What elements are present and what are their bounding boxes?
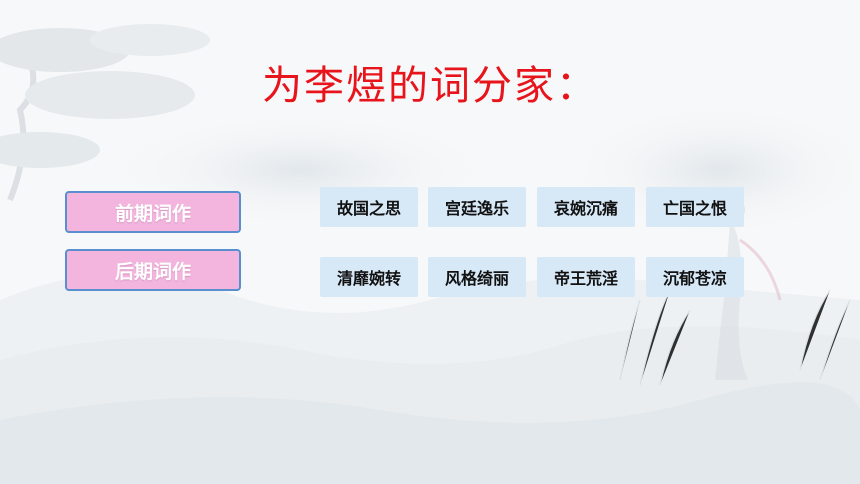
keyword-chip[interactable]: 宫廷逸乐: [428, 187, 526, 227]
keyword-chip[interactable]: 沉郁苍凉: [646, 257, 744, 297]
keyword-chip[interactable]: 帝王荒淫: [537, 257, 635, 297]
pine-tree-illustration: [0, 24, 210, 202]
category-late-works[interactable]: 后期词作: [65, 249, 241, 291]
keyword-chip[interactable]: 清靡婉转: [320, 257, 418, 297]
category-early-works[interactable]: 前期词作: [65, 191, 241, 233]
keyword-chip[interactable]: 故国之思: [320, 187, 418, 227]
keyword-chip[interactable]: 哀婉沉痛: [537, 187, 635, 227]
keyword-chip[interactable]: 风格绮丽: [428, 257, 526, 297]
page-title: 为李煜的词分家：: [262, 63, 598, 109]
keyword-chip[interactable]: 亡国之恨: [646, 187, 744, 227]
